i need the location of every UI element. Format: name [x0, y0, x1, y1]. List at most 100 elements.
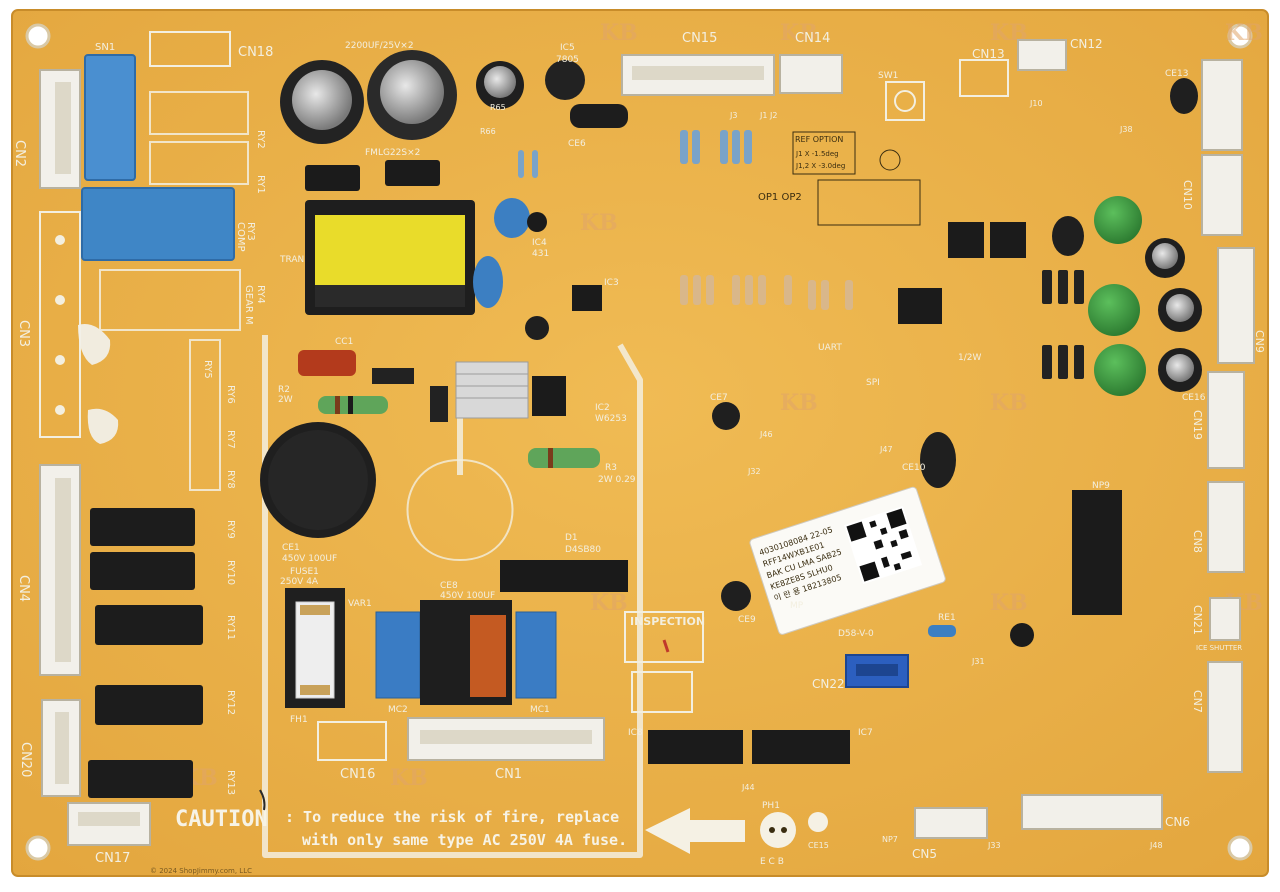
capacitor-ce15	[808, 812, 828, 832]
connector-cn14[interactable]: CN14	[779, 31, 843, 94]
svg-text:COMP: COMP	[235, 222, 246, 252]
connector-cn9[interactable]: CN9	[1217, 247, 1266, 364]
mounting-hole	[25, 835, 51, 861]
connector-cn18[interactable]: CN18	[149, 31, 273, 67]
svg-text:CN17: CN17	[95, 851, 130, 866]
svg-text:R65: R65	[490, 103, 506, 112]
svg-text:CN22: CN22	[812, 677, 845, 691]
ic6	[1010, 623, 1034, 647]
copyright-watermark: © 2024 ShopJimmy.com, LLC	[150, 867, 252, 875]
svg-text:J48: J48	[1149, 841, 1163, 850]
svg-text:KB: KB	[780, 390, 818, 416]
svg-text:VAR1: VAR1	[348, 599, 372, 609]
svg-text:CN1: CN1	[495, 767, 522, 782]
svg-text:1/2W: 1/2W	[958, 353, 981, 363]
svg-text:CN15: CN15	[682, 31, 717, 46]
svg-text:PH1: PH1	[762, 801, 780, 811]
connector-cn22[interactable]: CN22	[812, 654, 909, 691]
ref-option-table: REF OPTION J1 X -1.5deg J1,2 X -3.0deg O…	[758, 131, 921, 226]
svg-text:RY11: RY11	[225, 615, 236, 640]
capacitor-mc1	[515, 611, 557, 699]
direction-arrow	[645, 808, 745, 854]
svg-text:J2: J2	[769, 111, 777, 120]
capacitor-ce7	[712, 402, 740, 430]
inspection-box: INSPECTION	[624, 611, 705, 713]
kb-watermarks: KB KB KB KB KB KB KB KB KB KB KB KB	[180, 20, 1263, 791]
svg-text:D1: D1	[565, 533, 578, 543]
svg-text:REF OPTION: REF OPTION	[795, 135, 843, 144]
svg-text:CC1: CC1	[335, 337, 353, 347]
relay-sn1: SN1	[84, 42, 136, 181]
heatsink-ic2: IC2 W6253	[455, 361, 627, 424]
svg-text:J47: J47	[879, 445, 893, 454]
svg-text:CE16: CE16	[1182, 393, 1206, 403]
svg-text:SN1: SN1	[95, 42, 115, 53]
caution-notice: CAUTION : To reduce the risk of fire, re…	[175, 807, 627, 849]
connector-cn4[interactable]: CN4	[16, 464, 81, 676]
svg-text:IC8: IC8	[628, 728, 643, 738]
svg-text:2200UF/25V×2: 2200UF/25V×2	[345, 41, 414, 51]
connector-cn10-top[interactable]	[1201, 59, 1243, 151]
svg-text:IC4: IC4	[532, 238, 547, 248]
svg-text:UART: UART	[818, 343, 842, 353]
relay-ry1-ry2-labels: RY2 RY1 RY4 GEAR M RY5 RY6 RY7 RY8 RY9 R…	[202, 130, 266, 795]
jumper-labels: J1 J2 J3 J44 J46 J47 J48 J33 J31 J32 J10…	[480, 99, 1163, 850]
diode-d5	[385, 160, 440, 186]
diode-d2	[372, 368, 414, 384]
ceramic-capacitor	[494, 198, 530, 238]
line-filter	[420, 600, 512, 705]
connector-cn20[interactable]: CN20	[18, 699, 81, 797]
svg-text:IC7: IC7	[858, 728, 873, 738]
fuse-fh1: FUSE1 250V 4A FH1	[280, 567, 345, 725]
svg-text:CN18: CN18	[238, 45, 273, 60]
svg-text:2W 0.29: 2W 0.29	[598, 475, 636, 485]
resistor-array-middle	[680, 275, 853, 310]
svg-text:SW1: SW1	[878, 71, 898, 81]
connector-cn19[interactable]: CN19	[1191, 371, 1245, 469]
svg-text:CN4: CN4	[16, 575, 31, 602]
connector-cn15[interactable]: CN15	[621, 31, 775, 96]
svg-text:KB: KB	[990, 390, 1028, 416]
resistor-r2: R2 2W	[278, 385, 388, 414]
connector-cn16[interactable]: CN16	[317, 721, 387, 782]
hv-boundary-line	[262, 335, 643, 858]
svg-text:NP9: NP9	[1092, 481, 1110, 491]
svg-text:FUSE1: FUSE1	[290, 567, 319, 577]
connector-cn6[interactable]: CN6	[1021, 794, 1190, 830]
connector-cn10[interactable]: CN10	[1181, 154, 1243, 236]
svg-text:J3: J3	[729, 111, 737, 120]
connector-cn13[interactable]: CN13	[959, 47, 1009, 97]
svg-text:W6253: W6253	[595, 414, 627, 424]
reed-re1	[928, 625, 956, 637]
connector-cn17[interactable]: CN17	[67, 802, 151, 866]
mounting-hole	[1227, 23, 1253, 49]
capacitor-cc1	[298, 350, 356, 376]
bridge-d1: D1 D4SB80	[500, 533, 628, 592]
svg-text:NP7: NP7	[882, 835, 898, 844]
svg-text:IC3: IC3	[604, 278, 619, 288]
connector-cn12[interactable]: CN12	[1017, 37, 1103, 71]
resistor-r3: R3 2W 0.29	[528, 448, 636, 485]
svg-text:CE9: CE9	[738, 615, 756, 625]
svg-text:D58-V-0: D58-V-0	[838, 629, 874, 639]
svg-text:450V 100UF: 450V 100UF	[440, 591, 495, 601]
svg-text:GEAR M: GEAR M	[243, 285, 254, 325]
connector-cn2[interactable]: CN2	[12, 69, 81, 189]
svg-text:J1: J1	[759, 111, 767, 120]
svg-text:CN2: CN2	[12, 140, 27, 167]
connector-cn21[interactable]: CN21 ICE SHUTTER	[1191, 597, 1242, 652]
pn4	[990, 222, 1026, 258]
svg-text:RY7: RY7	[225, 430, 236, 449]
connector-cn8[interactable]: CN8	[1191, 481, 1245, 573]
switch-sw1[interactable]: SW1	[878, 71, 925, 121]
svg-text:J44: J44	[741, 783, 755, 792]
connector-cn1[interactable]: CN1	[407, 717, 605, 782]
connector-cn5[interactable]: CN5	[912, 807, 988, 861]
svg-text:RY1: RY1	[255, 175, 266, 194]
mounting-hole	[1227, 835, 1253, 861]
svg-text:KB: KB	[590, 590, 628, 616]
ic7	[752, 730, 850, 764]
connector-cn7[interactable]: CN7	[1191, 661, 1243, 773]
